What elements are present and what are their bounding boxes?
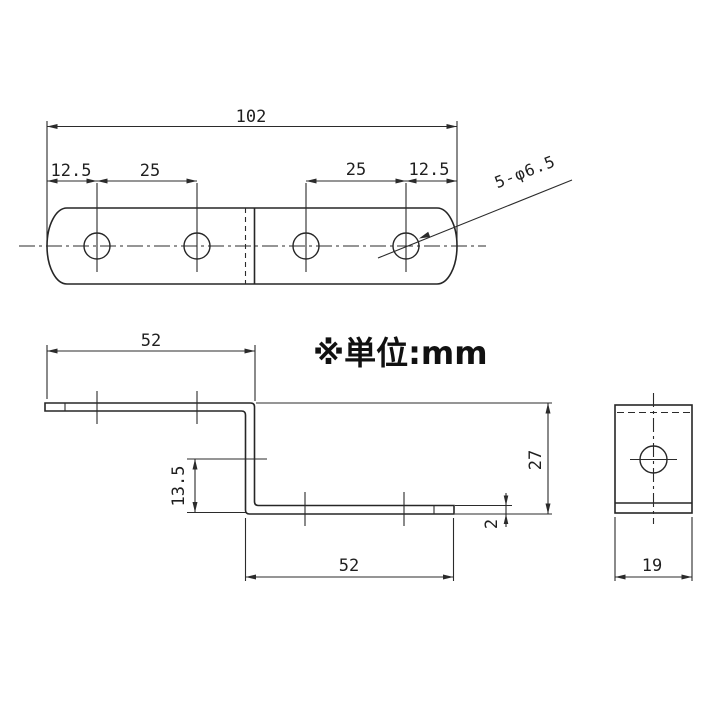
dim-label-2: 2 [482,519,502,529]
arrowhead-down [503,495,509,506]
dimension-overall-length: 102 [46,107,458,242]
dimension-web-hole-height: 13.5 [169,458,247,514]
unit-note: ※単位:mm [313,334,488,372]
dim-label-52-bottom: 52 [339,556,359,576]
hole-callout-label: 5-φ6.5 [492,152,558,193]
side-view: 52 13.5 52 [44,331,552,581]
plate-outline [46,207,458,285]
dim-label-12-5-right: 12.5 [409,160,450,180]
dimension-overall-height: 27 [256,402,552,514]
hole-callout-leader: 5-φ6.5 [377,152,573,259]
dim-label-13-5: 13.5 [169,466,189,507]
z-profile-outline [44,402,455,515]
dim-label-25-right: 25 [346,160,366,180]
dimension-top-flange: 52 [46,331,256,401]
dim-label-27: 27 [526,450,546,470]
flange-hole-marks [96,391,405,526]
dim-label-19: 19 [642,556,662,576]
dim-label-52-top: 52 [141,331,161,351]
dim-label-25-left: 25 [140,161,160,181]
leader-line [377,179,573,259]
dim-label-12-5-left: 12.5 [51,161,92,181]
dimension-hole-spacing: 12.5 25 25 12.5 [47,160,457,184]
end-view: 19 [614,393,693,581]
dimension-thickness: 2 [455,493,552,529]
arrowhead-up [503,514,509,524]
dim-label-102: 102 [236,107,267,127]
dimension-bottom-flange: 52 [244,518,455,581]
dimension-width: 19 [614,517,693,581]
plate-holes [83,183,420,272]
top-view: 102 12.5 25 25 12.5 5-φ6.5 [19,107,573,285]
leader-arrowhead [419,231,431,239]
